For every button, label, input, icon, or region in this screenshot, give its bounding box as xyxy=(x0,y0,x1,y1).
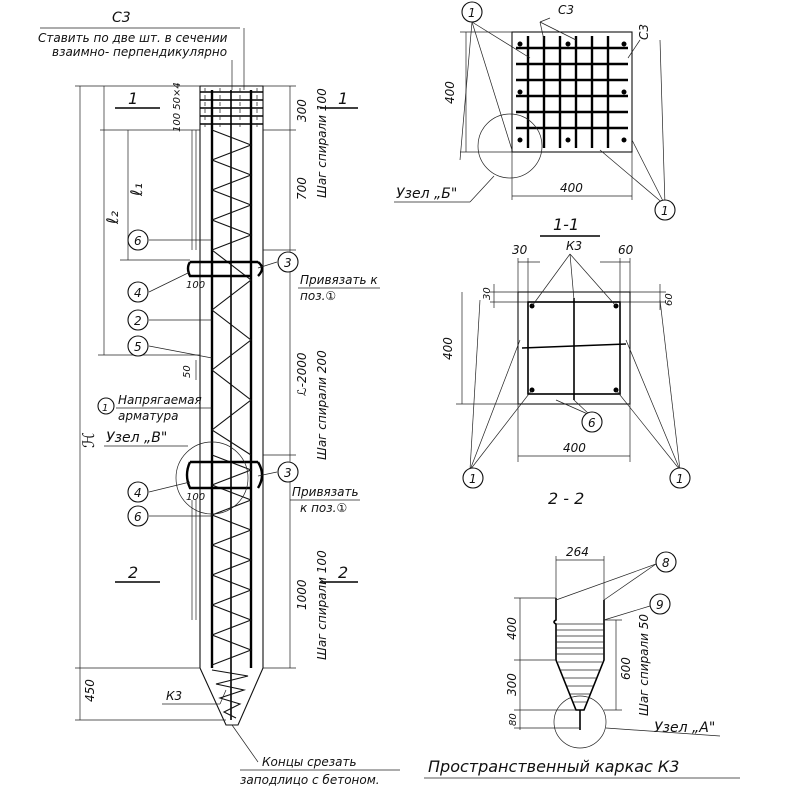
section-callout-6: 6 xyxy=(588,416,596,430)
note-prestressed-line1: Напрягаемая xyxy=(118,393,202,407)
plan-callout-1-bottom: 1 xyxy=(661,204,669,218)
section-mark-2-left: 2 xyxy=(128,563,138,582)
callout-4-upper: 4 xyxy=(134,286,142,300)
frame-dim-264: 264 xyxy=(566,545,589,559)
frame-callout-9: 9 xyxy=(656,598,664,612)
callout-4-lower: 4 xyxy=(134,486,142,500)
spiral-middle xyxy=(211,249,252,456)
spiral-upper xyxy=(210,129,253,251)
callout-3-upper: 3 xyxy=(284,256,292,270)
section-dim-400-h: 400 xyxy=(563,441,586,455)
note-attach-2-line1: Привязать xyxy=(292,485,359,499)
note-k3: К3 xyxy=(166,689,182,703)
section-2-2-title: 2 - 2 xyxy=(548,489,584,508)
dim-L-2000: ℒ-2000 xyxy=(295,352,309,396)
section-dim-30-h: 30 xyxy=(512,243,528,257)
section-dim-60-h: 60 xyxy=(618,243,634,257)
step-spiral-100-top: Шаг спирали 100 xyxy=(315,88,329,198)
top-mesh xyxy=(200,88,263,128)
frame-spiral xyxy=(556,623,604,703)
section-callout-1-right: 1 xyxy=(676,472,684,486)
dim-50: 50 xyxy=(182,365,193,378)
dim-H: ℋ xyxy=(79,432,98,448)
dim-l2: ℓ₂ xyxy=(103,210,122,225)
callout-1: 1 xyxy=(102,403,108,414)
section-1-1: 1-1 К3 30 60 30 xyxy=(441,215,691,508)
top-note-line1: Ставить по две шт. в сечении xyxy=(38,31,228,45)
plan-c3-top: С3 xyxy=(558,3,574,17)
callout-6-upper: 6 xyxy=(134,234,142,248)
note-ends-line1: Концы срезать xyxy=(262,755,357,769)
spiral-tip xyxy=(211,669,249,719)
frame-dim-600: 600 xyxy=(619,657,633,680)
dim-100-lower: 100 xyxy=(186,492,205,503)
frame-title: Пространственный каркас К3 xyxy=(428,757,679,776)
note-ends-line2: заподлицо с бетоном. xyxy=(240,773,380,787)
dim-100-upper: 100 xyxy=(186,280,205,291)
callout-6-lower: 6 xyxy=(134,510,142,524)
frame-step-50: Шаг спирали 50 xyxy=(637,614,651,716)
frame-dim-400: 400 xyxy=(505,617,519,640)
frame-dim-80: 80 xyxy=(508,713,519,726)
frame-dim-300: 300 xyxy=(505,673,519,696)
dim-100-50x4: 100 50×4 xyxy=(172,82,183,132)
spiral-lower xyxy=(210,454,253,666)
step-spiral-200: Шаг спирали 200 xyxy=(315,350,329,460)
section-dim-60-v: 60 xyxy=(664,293,675,306)
plan-dim-400-h: 400 xyxy=(560,181,583,195)
plan-mesh xyxy=(516,36,628,148)
section-dim-30-v: 30 xyxy=(482,287,493,300)
plan-c3-side: С3 xyxy=(637,24,651,40)
top-note-c3: С3 xyxy=(112,10,131,26)
note-prestressed-line2: арматура xyxy=(118,409,178,423)
note-attach-1-line1: Привязать к xyxy=(300,273,378,287)
note-attach-2-line2: к поз.① xyxy=(300,501,347,515)
frame-callout-8: 8 xyxy=(662,556,670,570)
note-node-v: Узел „В" xyxy=(106,430,167,446)
top-note-line2: взаимно- перпендикулярно xyxy=(52,45,227,59)
callout-2: 2 xyxy=(134,314,142,328)
section-mark-2-right: 2 xyxy=(338,563,348,582)
frame-k3: 264 400 300 80 600 Шаг спира xyxy=(424,545,740,779)
dim-300: 300 xyxy=(295,99,309,122)
note-attach-1-line2: поз.① xyxy=(300,289,336,303)
plan-callout-1-top: 1 xyxy=(468,6,476,20)
callout-3-lower: 3 xyxy=(284,466,292,480)
step-spiral-100-bottom: Шаг спирали 100 xyxy=(315,550,329,660)
dim-l1: ℓ₁ xyxy=(127,183,146,197)
plan-dim-400-v: 400 xyxy=(443,81,457,104)
pile-elevation: С3 Ставить по две шт. в сечении взаимно-… xyxy=(38,10,400,787)
dim-1000: 1000 xyxy=(295,579,309,610)
section-1-1-k3: К3 xyxy=(566,239,582,253)
section-callout-1-left: 1 xyxy=(469,472,477,486)
section-mark-1-right: 1 xyxy=(338,89,348,108)
dim-700: 700 xyxy=(295,177,309,200)
callout-5: 5 xyxy=(134,340,142,354)
plan-node-b: Узел „Б" xyxy=(396,186,457,202)
section-dim-400-v: 400 xyxy=(441,337,455,360)
top-section-plan: 1 С3 С3 400 400 Узел „Б" 1 xyxy=(394,1,676,221)
section-mark-1-left: 1 xyxy=(128,89,138,108)
section-1-1-title: 1-1 xyxy=(553,215,579,234)
frame-node-a: Узел „А" xyxy=(654,720,715,736)
dim-450: 450 xyxy=(83,679,97,702)
